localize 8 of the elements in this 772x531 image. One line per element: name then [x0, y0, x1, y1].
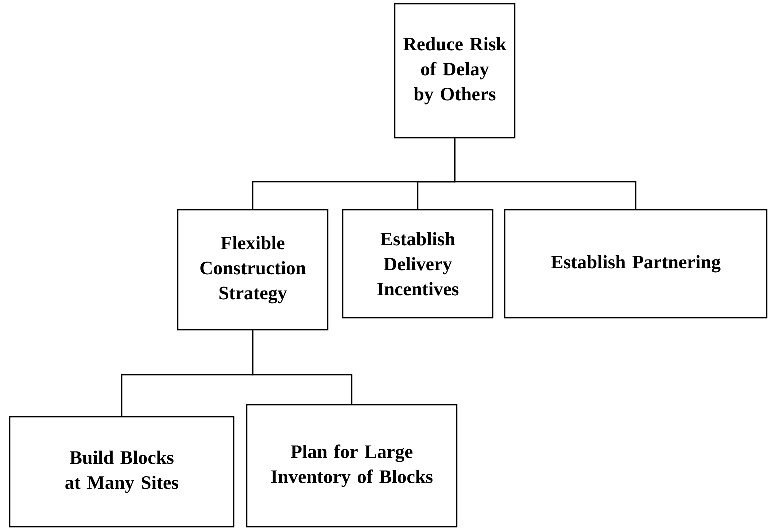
process-box: Reduce Risk of Delay by Others — [394, 3, 516, 139]
connector-line — [454, 138, 637, 210]
process-box: Build Blocks at Many Sites — [9, 416, 235, 528]
process-box: Establish Delivery Incentives — [342, 209, 494, 319]
connector-line — [252, 330, 353, 404]
process-box: Plan for Large Inventory of Blocks — [246, 404, 458, 528]
process-box: Flexible Construction Strategy — [177, 209, 329, 331]
process-box: Establish Partnering — [504, 209, 768, 319]
